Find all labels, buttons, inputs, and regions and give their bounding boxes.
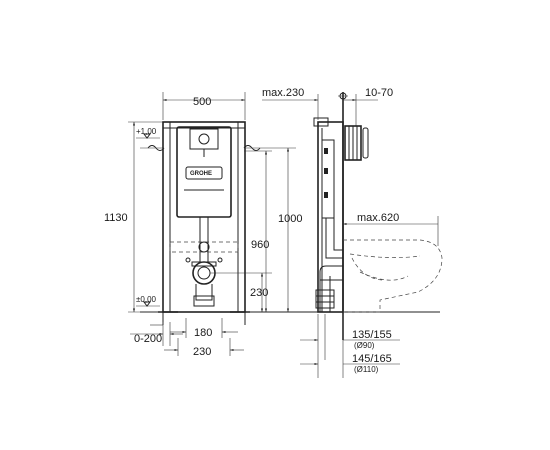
dim-d110: (Ø110) [354,365,379,374]
dim-d90: (Ø90) [354,341,375,350]
cistern [176,126,232,218]
side-view: max.230 10-70 [262,87,443,378]
dim-135-155: 135/155 [352,329,392,341]
dimension-230-height: 230 [250,287,268,299]
dimension-1000: 1000 [278,213,302,225]
max-230: max.230 [262,87,304,99]
max-620: max.620 [357,212,399,224]
grohe-logo [185,166,223,180]
height-dimension: 1130 [104,212,128,224]
level-top: +1,00 [136,127,157,136]
front-view: 500 GROHE [104,92,302,358]
foot-range: 0-200 [134,333,162,345]
width-dimension: 500 [193,96,211,108]
level-bottom: ±0,00 [136,295,157,304]
dim-145-165: 145/165 [352,353,392,365]
flush-plate [362,127,369,159]
spacing-180: 180 [194,327,212,339]
wc-pan-outline [343,239,443,313]
dimension-960: 960 [251,239,269,251]
flush-plate-opening [189,128,219,150]
range-10-70: 10-70 [365,87,393,99]
spacing-230: 230 [193,346,211,358]
logo-text: GROHE [190,171,212,177]
